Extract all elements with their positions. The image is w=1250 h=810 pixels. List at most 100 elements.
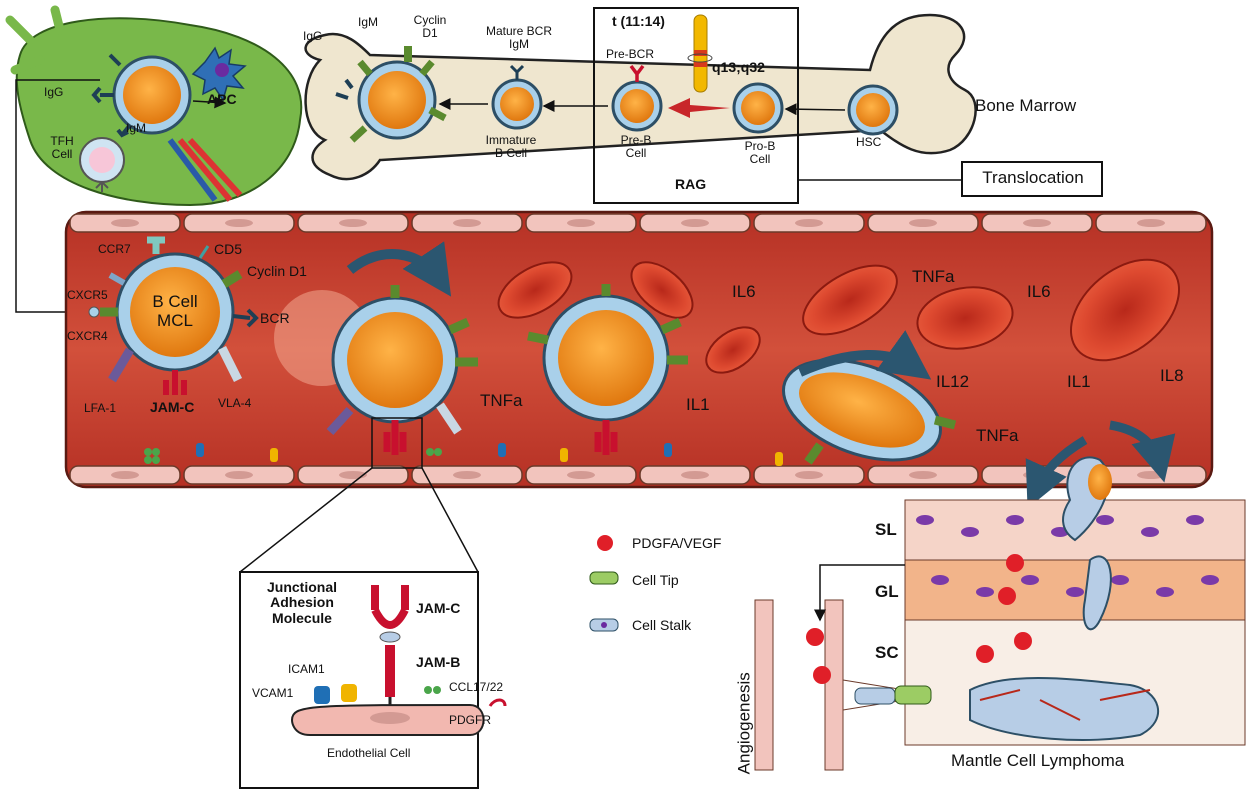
lymph-igm-label: IgM: [126, 121, 147, 135]
lymph-igg-label: IgG: [44, 85, 64, 99]
endothelial-nucleus: [1137, 471, 1165, 479]
tissue-nucleus: [976, 587, 994, 597]
il8-label: IL8: [1160, 366, 1184, 385]
tissue-nucleus: [1201, 575, 1219, 585]
sl-label: SL: [875, 520, 897, 539]
hsc-label: HSC: [856, 135, 882, 149]
endothelium-top: [69, 213, 1207, 233]
inset-title: Junctional Adhesion Molecule: [266, 579, 337, 626]
bone-cells: [335, 46, 899, 143]
translocation-box: [593, 7, 799, 204]
mcl-cell: [88, 236, 259, 395]
endothelial-nucleus: [453, 219, 481, 227]
tfh-label: TFH Cell: [50, 134, 74, 162]
tissue-nucleus: [1141, 527, 1159, 537]
tissue-nucleus: [1186, 515, 1204, 525]
apc-label: APC: [207, 91, 237, 107]
chromosome: [687, 14, 713, 93]
inset-drawing: [290, 585, 507, 736]
legend-icons: [589, 535, 619, 632]
legend-stalk: Cell Stalk: [632, 617, 692, 633]
cxcr4-label: CXCR4: [67, 329, 108, 343]
zoom-line-left: [239, 467, 373, 573]
ccl-label: CCL17/22: [449, 680, 504, 694]
legend-pdgfa: PDGFA/VEGF: [632, 535, 722, 551]
jam-c-label: JAM-C: [150, 399, 195, 415]
mature-bcr-label: Mature BCR IgM: [485, 24, 553, 52]
gl-label: GL: [875, 582, 899, 601]
cd5-label: CD5: [214, 241, 243, 257]
tissue-nucleus: [1021, 575, 1039, 585]
t-label: t (11:14): [612, 13, 665, 29]
tissue-nucleus: [1111, 575, 1129, 585]
ccr7-label: CCR7: [98, 242, 131, 256]
connector-lymph-mcl: [15, 79, 100, 318]
endothelial-nucleus: [909, 471, 937, 479]
pro-b-label: Pro-B Cell: [744, 139, 776, 167]
endothelial-nucleus: [111, 471, 139, 479]
rolling-cells: [274, 241, 957, 469]
tnfa-label-3: TNFa: [976, 426, 1019, 445]
translocation-label: Translocation: [982, 168, 1084, 187]
tissue-nucleus: [1096, 515, 1114, 525]
vcam1-label: VCAM1: [252, 686, 294, 700]
endothelial-nucleus: [909, 219, 937, 227]
endothelial-nucleus: [225, 219, 253, 227]
endothelial-nucleus: [681, 471, 709, 479]
locus-label: q13;q32: [712, 59, 765, 75]
il1-label-1: IL1: [686, 395, 710, 414]
tissue-nucleus: [1156, 587, 1174, 597]
pre-bcr-label: Pre-BCR: [606, 47, 655, 61]
il1-label-2: IL1: [1067, 372, 1091, 391]
inset-box: [239, 571, 479, 789]
tnfa-label-1: TNFa: [480, 391, 523, 410]
inset-jam-c: JAM-C: [416, 600, 461, 616]
tissue: [904, 456, 1246, 746]
tissue-nucleus: [961, 527, 979, 537]
wall-molecules: [144, 443, 783, 466]
bone-cyclin-label: Cyclin D1: [413, 13, 447, 41]
endothelial-label: Endothelial Cell: [327, 746, 411, 760]
endothelial-nucleus: [453, 471, 481, 479]
bone-igm-label: IgM: [358, 15, 379, 29]
bcr-label: BCR: [260, 310, 290, 326]
endothelial-nucleus: [1137, 219, 1165, 227]
translocation-label-box: [961, 161, 1103, 197]
il6-label-1: IL6: [732, 282, 756, 301]
endothelial-nucleus: [339, 219, 367, 227]
il6-label-2: IL6: [1027, 282, 1051, 301]
endothelial-nucleus: [225, 471, 253, 479]
lymph-node: [5, 5, 303, 207]
endothelial-nucleus: [567, 219, 595, 227]
immature-label: Immature B Cell: [485, 133, 537, 161]
tissue-nucleus: [1006, 515, 1024, 525]
angiogenesis: [754, 554, 1032, 771]
endothelial-nucleus: [795, 219, 823, 227]
endothelial-nucleus: [795, 471, 823, 479]
red-blood-cells: [497, 258, 1181, 374]
vessel-cyclin-label: Cyclin D1: [247, 263, 307, 279]
tnfa-label-2: TNFa: [912, 267, 955, 286]
sc-label: SC: [875, 643, 899, 662]
endothelial-nucleus: [111, 219, 139, 227]
extravasation-arrows: [1025, 420, 1176, 509]
mcl-label: B Cell MCL: [152, 292, 198, 330]
il12-label: IL12: [936, 372, 970, 391]
bone-igg-label: IgG: [303, 29, 323, 43]
endothelial-nucleus: [681, 219, 709, 227]
endothelial-nucleus: [1023, 219, 1051, 227]
rag-label: RAG: [675, 176, 707, 192]
legend-tip: Cell Tip: [632, 572, 679, 588]
tissue-nucleus: [916, 515, 934, 525]
icam1-label: ICAM1: [288, 662, 325, 676]
tissue-nucleus: [931, 575, 949, 585]
angiogenesis-label: Angiogenesis: [734, 672, 754, 775]
pre-b-label: Pre-B Cell: [620, 133, 652, 161]
cxcr5-label: CXCR5: [67, 288, 108, 302]
lfa1-label: LFA-1: [84, 401, 117, 415]
pdgfr-label: PDGFR: [449, 713, 491, 727]
inset-jam-b: JAM-B: [416, 654, 461, 670]
bone-marrow-label: Bone Marrow: [975, 96, 1077, 115]
